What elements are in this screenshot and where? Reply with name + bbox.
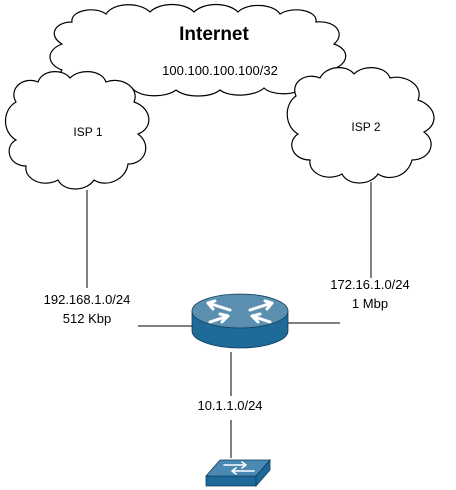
isp2-cloud: ISP 2 (286, 67, 435, 184)
isp2-network-label: 172.16.1.0/24 (330, 277, 410, 292)
internet-address: 100.100.100.100/32 (162, 63, 278, 78)
isp2-label: ISP 2 (351, 120, 380, 134)
internet-cloud: Internet 100.100.100.100/32 (49, 3, 347, 97)
isp1-network-label: 192.168.1.0/24 (44, 292, 131, 307)
router-icon[interactable] (191, 293, 289, 349)
lan-network-label: 10.1.1.0/24 (197, 398, 262, 413)
isp1-speed-label: 512 Kbp (63, 311, 111, 326)
internet-title: Internet (179, 24, 249, 45)
switch-icon[interactable] (205, 458, 271, 488)
isp1-label: ISP 1 (73, 125, 102, 139)
isp2-speed-label: 1 Mbp (352, 296, 388, 311)
isp1-cloud: ISP 1 (4, 71, 150, 190)
